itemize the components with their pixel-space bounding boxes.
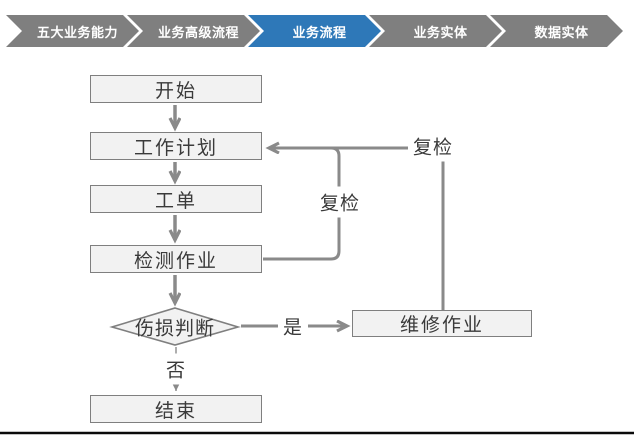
breadcrumb: 五大业务能力 业务高级流程 业务流程 业务实体 数据实体 — [0, 0, 634, 52]
edge-inspect-recheck-to-plan — [263, 146, 341, 261]
node-work-order: 工单 — [90, 185, 262, 213]
node-decision-shape — [109, 307, 241, 346]
step-tab-high-level-process[interactable]: 业务高级流程 — [127, 15, 260, 47]
node-inspection: 检测作业 — [90, 245, 262, 273]
node-start: 开始 — [90, 75, 262, 103]
step-tab-business-process[interactable]: 业务流程 — [248, 15, 381, 47]
node-work-plan: 工作计划 — [90, 132, 262, 160]
step-tab-business-entity[interactable]: 业务实体 — [369, 15, 502, 47]
edge-label-no: 否 — [160, 353, 192, 385]
edge-label-recheck-outer: 复检 — [407, 130, 459, 162]
node-end: 结束 — [90, 395, 262, 423]
node-repair: 维修作业 — [352, 310, 532, 337]
edge-repair-recheck-to-plan — [269, 148, 445, 310]
step-tab-business-capabilities[interactable]: 五大业务能力 — [6, 15, 139, 47]
edge-label-yes: 是 — [277, 310, 309, 342]
node-decision-label: 伤损判断 — [134, 317, 216, 340]
step-tab-data-entity[interactable]: 数据实体 — [490, 15, 623, 47]
edge-label-recheck-inner: 复检 — [314, 186, 366, 218]
